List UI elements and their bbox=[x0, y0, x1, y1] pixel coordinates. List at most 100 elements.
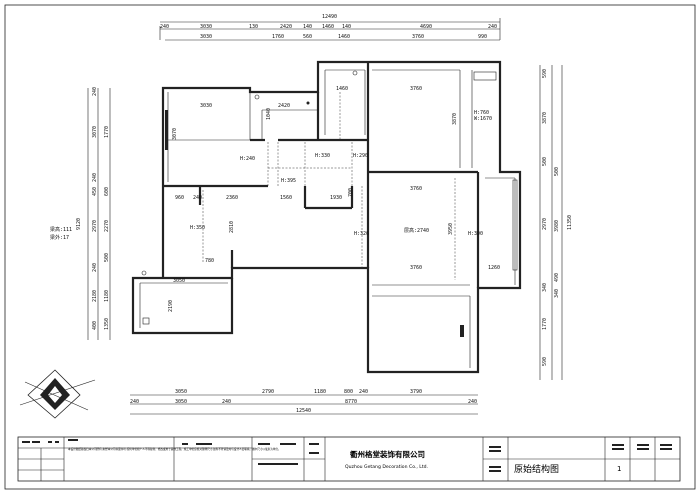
top-dimensions: 12490 240 3030 130 2420 140 1460 140 469… bbox=[159, 14, 501, 41]
dim-top-r2-5: 990 bbox=[478, 34, 487, 40]
label-r2-height: 1040 bbox=[266, 108, 272, 120]
company-name-en: Quzhou Getang Decoration Co., Ltd. bbox=[345, 464, 428, 470]
label-r5-note: 层高:2740 bbox=[404, 227, 429, 234]
dim-left-r1-4: 2970 bbox=[92, 220, 98, 232]
label-2810: 2810 bbox=[229, 221, 235, 233]
window-icon bbox=[460, 325, 464, 337]
dim-right-r1-5: 1770 bbox=[542, 318, 548, 330]
dim-top-r2-0: 3030 bbox=[200, 34, 212, 40]
dim-right-r1-6: 590 bbox=[542, 357, 548, 366]
label-h326: H:326 bbox=[354, 231, 369, 237]
dim-bot-r1-2: 1180 bbox=[314, 389, 326, 395]
dim-left-r2-0: 1770 bbox=[104, 126, 110, 138]
label-r2-width: 2420 bbox=[278, 103, 290, 109]
dim-right-r1-3: 2970 bbox=[542, 218, 548, 230]
column-icon bbox=[142, 317, 150, 325]
label-960: 960 bbox=[175, 195, 184, 201]
dim-top-r2-2: 560 bbox=[303, 34, 312, 40]
label-r5-bottom: 3760 bbox=[410, 265, 422, 271]
label-r5-width: 3760 bbox=[410, 186, 422, 192]
label-700: 700 bbox=[348, 188, 354, 197]
left-dimensions: 9120 240 3070 240 450 2970 240 2180 400 … bbox=[50, 87, 111, 340]
dim-left-r1-1: 3070 bbox=[92, 126, 98, 138]
dim-top-r1-3: 2420 bbox=[280, 24, 292, 30]
label-r4-width: 3760 bbox=[410, 86, 422, 92]
drain-icon bbox=[254, 94, 260, 100]
dim-bot-r1-0: 3050 bbox=[175, 389, 187, 395]
label-2360: 2360 bbox=[226, 195, 238, 201]
dim-top-r1-7: 4690 bbox=[420, 24, 432, 30]
label-h290: H:290 bbox=[353, 153, 368, 159]
notes-text-line: 本设计图纸版权归本公司所有,未经本公司书面许可,任何单位和个人不得复制、修改或用… bbox=[68, 447, 281, 451]
label-1930: 1930 bbox=[330, 195, 342, 201]
label-r1-height: 3070 bbox=[172, 128, 178, 140]
bottom-dimensions: 3050 2790 1180 800 240 3790 240 3050 240… bbox=[130, 389, 478, 415]
dim-left-r1-0: 240 bbox=[92, 87, 98, 96]
dim-right-r1-4: 340 bbox=[542, 283, 548, 292]
beam-lines bbox=[202, 92, 456, 280]
dim-left-r2-2: 2270 bbox=[104, 220, 110, 232]
dim-right-total: 11350 bbox=[567, 215, 573, 230]
dim-right-r2-2: 490 bbox=[554, 273, 560, 282]
dim-right-r1-1: 3870 bbox=[542, 112, 548, 124]
left-note-1: 梁外:17 bbox=[50, 234, 69, 241]
dim-left-r2-4: 1180 bbox=[104, 290, 110, 302]
drawing-title: 原始结构图 bbox=[514, 463, 559, 475]
dim-top-r1-8: 240 bbox=[488, 24, 497, 30]
dim-top-r1-2: 130 bbox=[249, 24, 258, 30]
dim-right-r2-0: 500 bbox=[554, 167, 560, 176]
dim-top-r1-4: 140 bbox=[303, 24, 312, 30]
dim-bot-r1-5: 3790 bbox=[410, 389, 422, 395]
room-labels: 3030 3070 2420 1040 1460 3760 3870 H:760… bbox=[168, 86, 500, 312]
label-h395: H:395 bbox=[281, 178, 296, 184]
dim-bot-r1-3: 800 bbox=[344, 389, 353, 395]
label-240b: 240 bbox=[193, 195, 202, 201]
pipe-icon bbox=[141, 270, 147, 276]
dim-top-r1-0: 240 bbox=[160, 24, 169, 30]
dim-bot-r2-2: 240 bbox=[222, 399, 231, 405]
label-h350: H:350 bbox=[190, 225, 205, 231]
dim-left-r1-3: 450 bbox=[92, 187, 98, 196]
label-r5-height: 3950 bbox=[448, 223, 454, 235]
title-block: 本设计图纸版权归本公司所有,未经本公司书面许可,任何单位和个人不得复制、修改或用… bbox=[17, 436, 681, 482]
label-r4-window: H:760 bbox=[474, 110, 489, 116]
label-1560: 1560 bbox=[280, 195, 292, 201]
dim-top-r2-1: 1760 bbox=[272, 34, 284, 40]
dim-left-total: 9120 bbox=[76, 218, 82, 230]
dim-top-r1-5: 1460 bbox=[322, 24, 334, 30]
label-h330: H:330 bbox=[315, 153, 330, 159]
dim-top-r1-6: 140 bbox=[342, 24, 351, 30]
compass-icon bbox=[19, 369, 96, 419]
label-r4-sill: W:1670 bbox=[474, 116, 492, 122]
fixtures bbox=[141, 70, 518, 337]
dim-right-r2-3: 340 bbox=[554, 289, 560, 298]
dim-left-r1-5: 240 bbox=[92, 263, 98, 272]
dim-right-r2-1: 3980 bbox=[554, 220, 560, 232]
label-r1-width: 3030 bbox=[200, 103, 212, 109]
label-r6-width: 3050 bbox=[173, 278, 185, 284]
dim-bot-r1-4: 240 bbox=[359, 389, 368, 395]
label-780: 780 bbox=[205, 258, 214, 264]
dim-bot-total: 12540 bbox=[296, 408, 311, 414]
sheet-border bbox=[4, 4, 696, 490]
label-h240: H:240 bbox=[240, 156, 255, 162]
dim-left-r2-1: 600 bbox=[104, 187, 110, 196]
label-r3-width: 1460 bbox=[336, 86, 348, 92]
dim-bot-r2-4: 240 bbox=[468, 399, 477, 405]
pipe-icon bbox=[306, 101, 310, 105]
dim-bot-r1-1: 2790 bbox=[262, 389, 274, 395]
window-frame bbox=[473, 71, 497, 81]
label-r4-height: 3870 bbox=[452, 113, 458, 125]
dim-top-r1-1: 3030 bbox=[200, 24, 212, 30]
dim-left-r1-7: 400 bbox=[92, 321, 98, 330]
dim-bot-r2-3: 8770 bbox=[345, 399, 357, 405]
dim-left-r1-2: 240 bbox=[92, 173, 98, 182]
company-name-cn: 衢州格堂装饰有限公司 bbox=[350, 449, 425, 459]
label-1260: 1260 bbox=[488, 265, 500, 271]
dim-left-r2-3: 500 bbox=[104, 253, 110, 262]
dim-bot-r2-0: 240 bbox=[130, 399, 139, 405]
dim-top-total: 12490 bbox=[322, 14, 337, 20]
dim-right-r1-2: 500 bbox=[542, 157, 548, 166]
